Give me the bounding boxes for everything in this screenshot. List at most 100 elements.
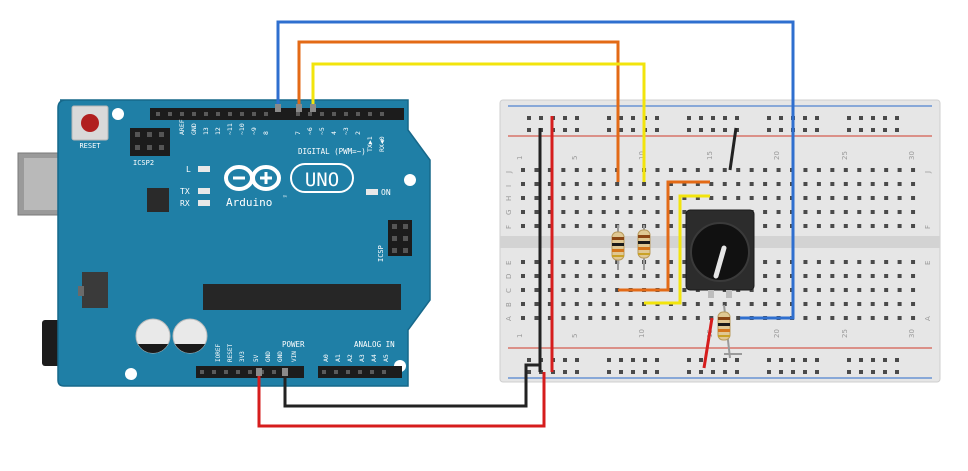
header-hole	[240, 112, 244, 116]
gnd-top-label: GND	[190, 123, 198, 135]
header-hole	[156, 112, 160, 116]
terminal-hole	[857, 316, 862, 320]
rail-hole	[871, 370, 875, 374]
pin-7-label: 7	[294, 131, 302, 135]
terminal-hole	[911, 224, 916, 228]
terminal-hole	[615, 196, 620, 200]
terminal-hole	[843, 210, 848, 214]
row-i-label: I	[505, 185, 513, 187]
terminal-hole	[911, 316, 916, 320]
terminal-hole	[763, 196, 768, 200]
terminal-hole	[857, 210, 862, 214]
terminal-hole	[668, 210, 673, 214]
col-10-label-b: 10	[638, 329, 646, 338]
terminal-hole	[588, 224, 593, 228]
rail-hole	[895, 358, 899, 362]
terminal-hole	[709, 302, 714, 306]
yellow-wire-2[interactable]	[644, 194, 710, 305]
orange-wire[interactable]	[297, 40, 620, 182]
terminal-hole	[601, 316, 606, 320]
terminal-hole	[588, 196, 593, 200]
rail-hole	[723, 128, 727, 132]
terminal-hole	[547, 260, 552, 264]
terminal-hole	[857, 168, 862, 172]
header-hole	[380, 112, 384, 116]
terminal-hole	[521, 316, 525, 320]
rail-hole	[791, 370, 795, 374]
terminal-hole	[628, 168, 633, 172]
mount-hole	[404, 174, 416, 186]
terminal-hole	[736, 182, 741, 186]
power-pin-labels: IOREF RESET 3V3 5V GND GND VIN	[215, 344, 298, 362]
terminal-hole	[574, 224, 579, 228]
terminal-hole	[736, 316, 741, 320]
terminal-hole	[521, 260, 525, 264]
terminal-hole	[830, 274, 835, 278]
capacitor-1	[135, 318, 171, 354]
terminal-hole	[588, 302, 593, 306]
terminal-hole	[642, 196, 647, 200]
rail-hole	[895, 116, 899, 120]
terminal-hole	[668, 224, 673, 228]
5v-wire[interactable]	[257, 372, 546, 428]
reset-button[interactable]	[71, 105, 109, 141]
terminal-hole	[574, 210, 579, 214]
col-1-label-b: 1	[516, 334, 524, 338]
terminal-hole	[561, 316, 566, 320]
rail-hole	[643, 370, 647, 374]
resistor-1[interactable]	[611, 225, 625, 270]
rail-hole	[643, 358, 647, 362]
gnd-wire[interactable]	[283, 363, 540, 408]
header-hole	[332, 112, 336, 116]
black-jumper[interactable]	[728, 127, 738, 171]
terminal-hole	[776, 224, 781, 228]
terminal-hole	[601, 274, 606, 278]
terminal-hole	[870, 302, 875, 306]
terminal-hole	[709, 196, 714, 200]
terminal-hole	[655, 260, 660, 264]
terminal-hole	[521, 182, 525, 186]
rail-hole	[895, 128, 899, 132]
pin-11-label: ~11	[226, 123, 234, 135]
orange-wire-2[interactable]	[618, 180, 710, 292]
terminal-hole	[911, 196, 916, 200]
terminal-hole	[911, 302, 916, 306]
header-hole	[308, 112, 312, 116]
terminal-hole	[763, 288, 768, 292]
atmega-chip	[203, 284, 401, 310]
rail-hole	[803, 116, 807, 120]
pin-8-label: 8	[262, 131, 270, 135]
led-on	[366, 189, 378, 195]
resistor-2[interactable]	[637, 225, 651, 270]
rail-hole	[871, 358, 875, 362]
row-a-label: A	[505, 316, 513, 321]
terminal-hole	[601, 210, 606, 214]
resistor-3[interactable]	[717, 304, 742, 359]
terminal-hole	[628, 196, 633, 200]
reset-label: RESET	[79, 142, 101, 150]
header-hole	[356, 112, 360, 116]
terminal-hole	[870, 274, 875, 278]
terminal-hole	[547, 302, 552, 306]
terminal-hole	[601, 182, 606, 186]
potentiometer-knob[interactable]	[685, 209, 755, 298]
rail-hole	[575, 116, 579, 120]
col-20-label-b: 20	[773, 329, 781, 338]
blue-wire[interactable]	[276, 20, 795, 320]
terminal-hole	[736, 302, 741, 306]
terminal-hole	[561, 196, 566, 200]
terminal-hole	[776, 302, 781, 306]
terminal-hole	[668, 182, 673, 186]
yellow-wire[interactable]	[311, 62, 646, 182]
terminal-hole	[776, 274, 781, 278]
rail-hole	[699, 370, 703, 374]
red-jumper[interactable]	[702, 317, 714, 369]
terminal-hole	[521, 302, 525, 306]
terminal-hole	[816, 210, 821, 214]
terminal-hole	[521, 288, 525, 292]
header-hole	[264, 112, 268, 116]
terminal-hole	[816, 224, 821, 228]
led-rx	[198, 200, 210, 206]
rail-hole	[859, 128, 863, 132]
terminal-hole	[843, 316, 848, 320]
